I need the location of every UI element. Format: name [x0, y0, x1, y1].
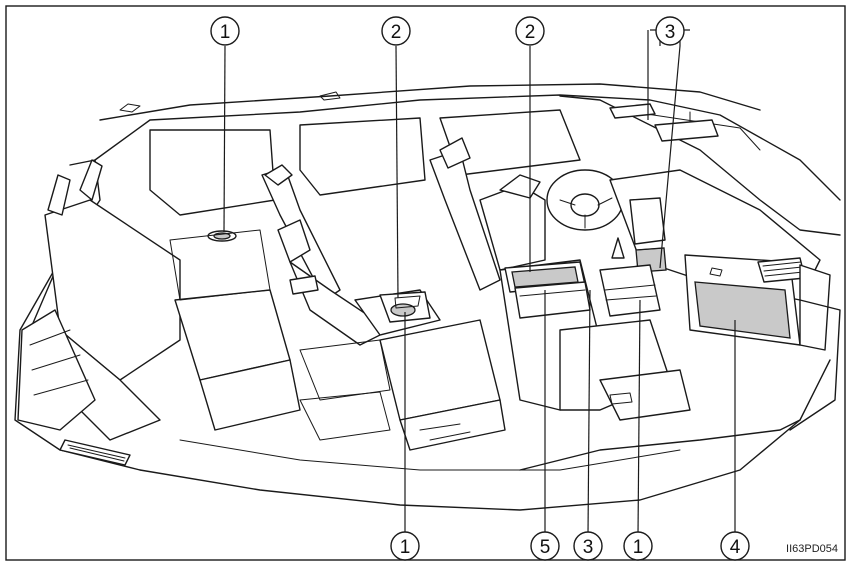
callout-number: 2 [391, 22, 402, 43]
vehicle-body [14, 83, 841, 511]
callout-number: 3 [665, 22, 676, 43]
callout-1-bottom-right: 1 [623, 531, 653, 561]
callout-1-bottom-left: 1 [390, 531, 420, 561]
third-row-seats [17, 159, 301, 466]
callout-1-top: 1 [210, 16, 240, 46]
dashboard [546, 169, 841, 431]
callout-4-bottom: 4 [720, 531, 750, 561]
callout-number: 1 [400, 537, 411, 558]
callout-number: 5 [540, 537, 551, 558]
callout-2-top-right: 2 [515, 16, 545, 46]
callout-number: 3 [583, 537, 594, 558]
callout-number: 1 [633, 537, 644, 558]
callout-number: 2 [525, 22, 536, 43]
callout-number: 1 [220, 22, 231, 43]
leader-lines [223, 29, 736, 536]
callout-2-top-left: 2 [381, 16, 411, 46]
figure-frame [5, 5, 846, 561]
callout-3-bottom: 3 [573, 531, 603, 561]
front-seats [479, 174, 691, 421]
figure-code: II63PD054 [786, 543, 838, 555]
callout-number: 4 [730, 537, 741, 558]
callout-5-bottom: 5 [530, 531, 560, 561]
callout-3-top: 3 [655, 16, 685, 46]
